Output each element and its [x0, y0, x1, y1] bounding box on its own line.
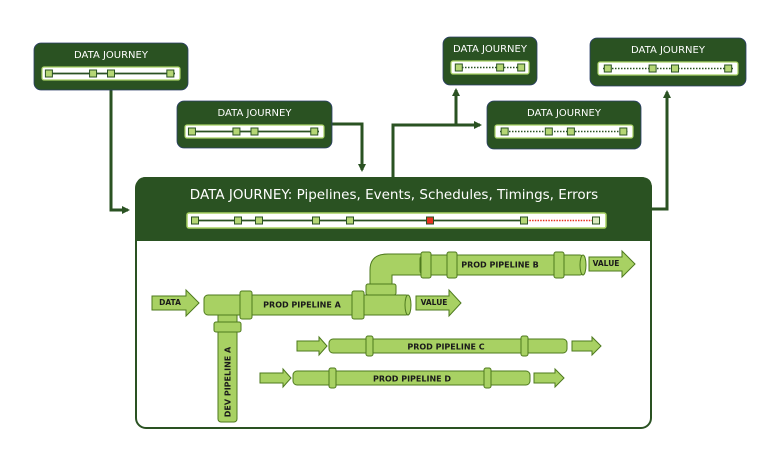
journey-event-marker[interactable]	[603, 64, 612, 73]
prod-pipeline-c: PROD PIPELINE C	[296, 335, 602, 357]
main-event-marker-pending[interactable]	[592, 216, 600, 225]
pipelines: DATA DEV PIPELINE A PROD PIPELINE A VALU…	[151, 249, 636, 423]
main-event-marker-ok[interactable]	[234, 216, 242, 225]
journey-event-marker[interactable]	[44, 69, 53, 78]
connector-main-to-mid-right	[391, 121, 482, 178]
journey-event-marker[interactable]	[187, 127, 196, 136]
main-event-marker-error[interactable]	[426, 216, 434, 225]
prod-pipeline-b-label: PROD PIPELINE B	[461, 261, 539, 270]
journey-box-title: DATA JOURNEY	[631, 45, 706, 56]
journey-box-mid-right[interactable]: DATA JOURNEY	[486, 100, 642, 150]
journey-event-marker[interactable]	[671, 64, 679, 73]
value-arrow-a-label: VALUE	[421, 298, 448, 307]
prod-c-out-arrow	[571, 335, 602, 357]
journey-track	[597, 61, 739, 76]
connector-main-to-top-right	[652, 90, 671, 211]
journey-event-marker[interactable]	[566, 127, 575, 136]
prod-pipeline-d-label: PROD PIPELINE D	[373, 375, 451, 384]
journey-box-mid-left[interactable]: DATA JOURNEY	[176, 100, 333, 149]
connector-topleft-to-main	[109, 90, 130, 214]
journey-event-marker[interactable]	[232, 127, 241, 136]
journey-event-marker[interactable]	[310, 127, 319, 136]
main-event-marker-ok[interactable]	[312, 216, 320, 225]
journey-event-marker[interactable]	[107, 69, 115, 78]
connectors	[109, 88, 671, 214]
elbow-connector	[365, 253, 425, 296]
journey-event-marker[interactable]	[500, 127, 509, 136]
value-arrow-b-label: VALUE	[593, 259, 620, 268]
journey-event-marker[interactable]	[724, 64, 733, 73]
journey-event-marker[interactable]	[544, 127, 553, 136]
journey-box-top-right[interactable]: DATA JOURNEY	[589, 37, 747, 87]
journey-box-title: DATA JOURNEY	[527, 108, 602, 119]
dev-pipeline-a-label: DEV PIPELINE A	[224, 346, 233, 417]
journey-box-title: DATA JOURNEY	[74, 50, 149, 61]
journey-event-marker[interactable]	[250, 127, 259, 136]
data-arrow-label: DATA	[159, 298, 181, 307]
journey-event-marker[interactable]	[517, 63, 526, 72]
journey-event-marker[interactable]	[89, 69, 98, 78]
main-event-marker-ok[interactable]	[255, 216, 263, 225]
value-arrow-b: VALUE	[588, 249, 636, 279]
journey-box-title: DATA JOURNEY	[453, 44, 528, 55]
prod-c-in-arrow	[296, 335, 328, 357]
journey-event-marker[interactable]	[166, 69, 175, 78]
main-title: DATA JOURNEY: Pipelines, Events, Schedul…	[190, 187, 598, 203]
main-event-marker-ok[interactable]	[520, 216, 528, 225]
prod-d-in-arrow	[259, 367, 292, 389]
prod-pipeline-d: PROD PIPELINE D	[259, 367, 565, 389]
journey-box-title: DATA JOURNEY	[218, 108, 293, 119]
journey-event-marker[interactable]	[648, 64, 657, 73]
prod-pipeline-a: PROD PIPELINE A	[203, 290, 412, 320]
main-event-marker-ok[interactable]	[191, 216, 199, 225]
data-input-arrow: DATA	[151, 288, 200, 318]
dev-pipeline-a: DEV PIPELINE A	[213, 311, 242, 423]
journey-event-marker[interactable]	[496, 63, 505, 72]
prod-pipeline-a-label: PROD PIPELINE A	[263, 301, 341, 310]
journey-event-marker[interactable]	[454, 63, 463, 72]
journey-event-marker[interactable]	[619, 127, 628, 136]
journey-box-top-left[interactable]: DATA JOURNEY	[33, 42, 189, 91]
prod-d-out-arrow	[533, 367, 565, 389]
prod-pipeline-c-label: PROD PIPELINE C	[407, 343, 484, 352]
value-arrow-a: VALUE	[415, 288, 462, 318]
main-event-marker-ok[interactable]	[346, 216, 354, 225]
prod-pipeline-b: PROD PIPELINE B	[419, 251, 587, 279]
journey-box-top-center[interactable]: DATA JOURNEY	[442, 36, 538, 86]
connector-midleft-to-main	[332, 122, 366, 172]
